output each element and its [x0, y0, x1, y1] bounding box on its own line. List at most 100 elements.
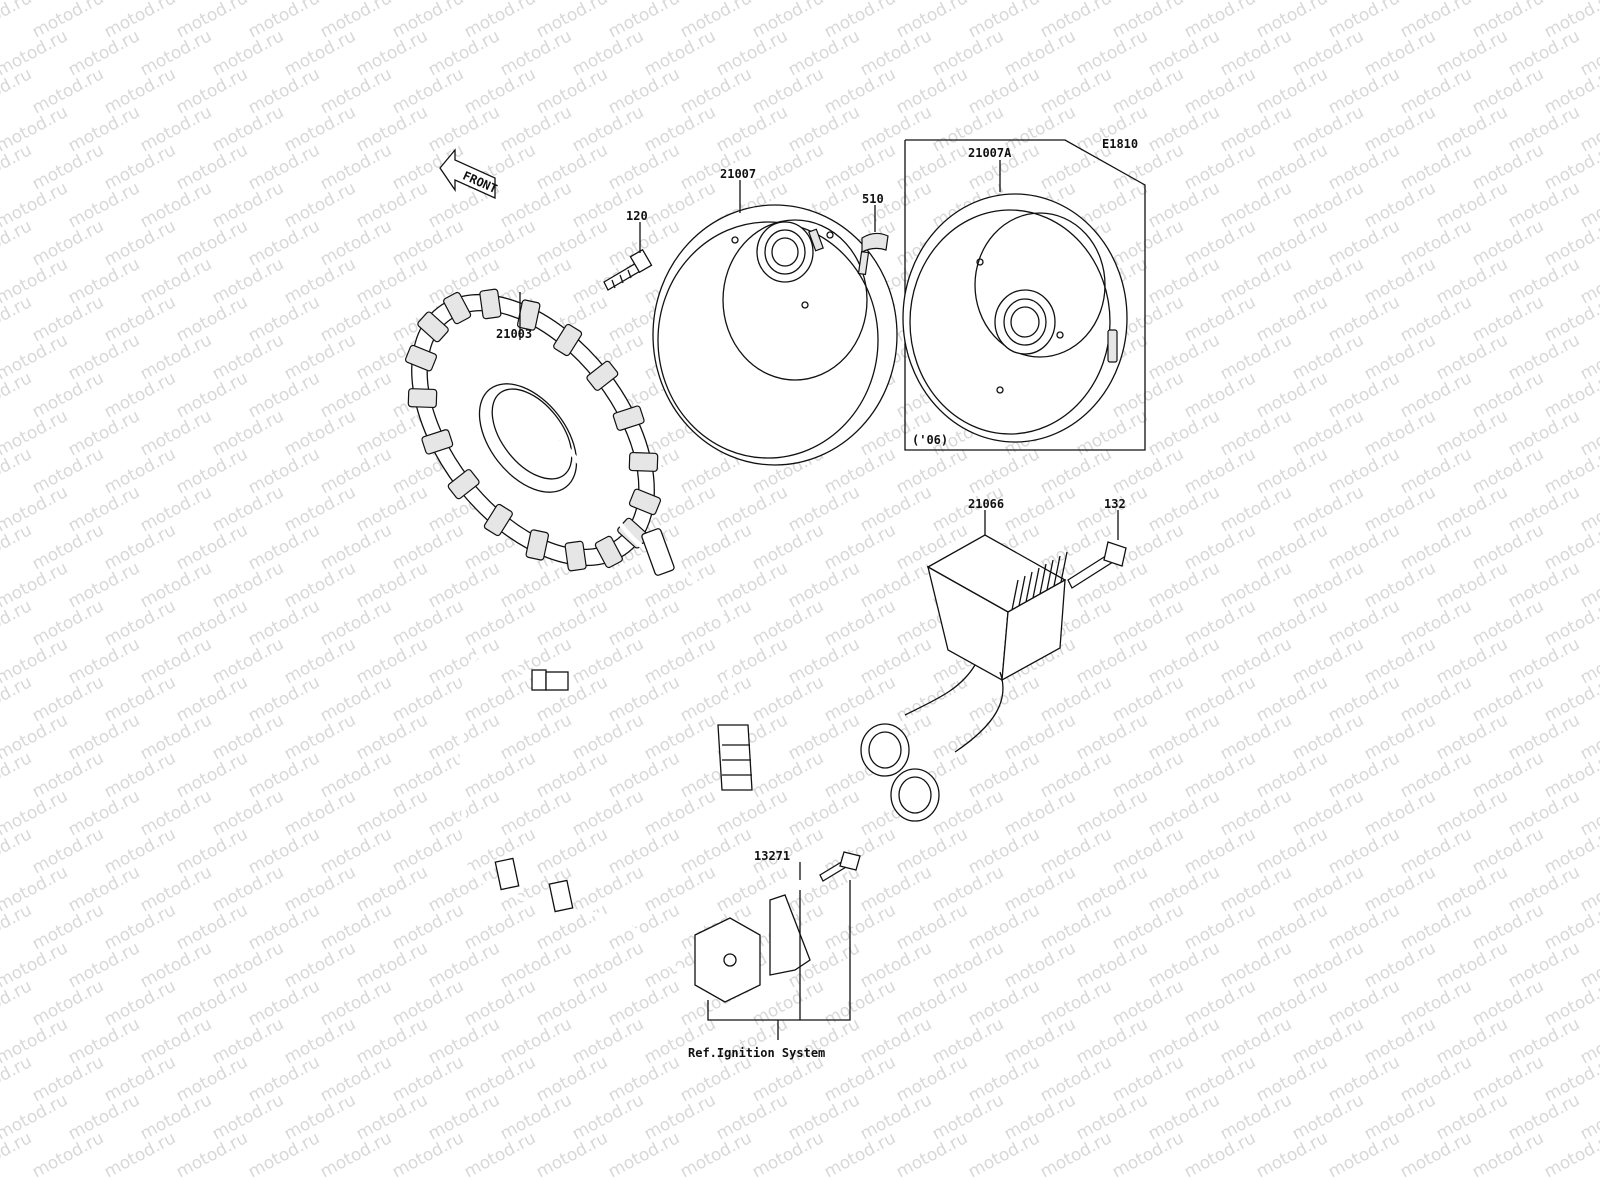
watermark-text: motod.ru [209, 102, 287, 156]
watermark-text: motod.ru [1145, 1090, 1223, 1144]
stator-pole [407, 388, 438, 409]
watermark-text: motod.ru [353, 634, 431, 688]
watermark-text: motod.ru [353, 1014, 431, 1068]
watermark-text: motod.ru [1469, 292, 1547, 346]
watermark-text: motod.ru [389, 216, 467, 270]
label-21066: 21066 [968, 497, 1004, 511]
watermark-text: motod.ru [1217, 482, 1295, 536]
heat-sink-fin [1018, 575, 1026, 607]
watermark-text: motod.ru [281, 254, 359, 308]
watermark-text: motod.ru [1217, 710, 1295, 764]
reference-bracket: Ref.Ignition System [688, 880, 851, 1060]
watermark-text: motod.ru [1145, 786, 1223, 840]
watermark-text: motod.ru [65, 26, 143, 80]
watermark-text: motod.ru [389, 1052, 467, 1106]
watermark-text: motod.ru [1217, 26, 1295, 80]
watermark-text: motod.ru [317, 1128, 395, 1182]
watermark-text: motod.ru [1001, 710, 1079, 764]
watermark-text: motod.ru [1469, 976, 1547, 1030]
watermark-text: motod.ru [893, 672, 971, 726]
watermark-text: motod.ru [749, 140, 827, 194]
watermark-text: motod.ru [1469, 900, 1547, 954]
watermark-text: motod.ru [1361, 938, 1439, 992]
watermark-text: motod.ru [101, 216, 179, 270]
watermark-text: motod.ru [245, 64, 323, 118]
watermark-text: motod.ru [1469, 216, 1547, 270]
watermark-text: motod.ru [137, 482, 215, 536]
watermark-text: motod.ru [1325, 368, 1403, 422]
watermark-text: motod.ru [785, 102, 863, 156]
watermark-text: motod.ru [1037, 0, 1115, 42]
watermark-text: motod.ru [317, 748, 395, 802]
watermark-text: motod.ru [1181, 596, 1259, 650]
watermark-text: motod.ru [389, 900, 467, 954]
watermark-text: motod.ru [353, 786, 431, 840]
watermark-text: motod.ru [101, 444, 179, 498]
watermark-text: motod.ru [893, 64, 971, 118]
watermark-text: motod.ru [1469, 748, 1547, 802]
watermark-text: motod.ru [29, 672, 107, 726]
watermark-text: motod.ru [1217, 862, 1295, 916]
watermark-text: motod.ru [605, 672, 683, 726]
watermark-text: motod.ru [1217, 634, 1295, 688]
watermark-text: motod.ru [1397, 0, 1475, 42]
watermark-text: motod.ru [101, 368, 179, 422]
watermark-text: motod.ru [785, 634, 863, 688]
watermark-text: motod.ru [893, 900, 971, 954]
watermark-text: motod.ru [137, 558, 215, 612]
watermark-text: motod.ru [1217, 178, 1295, 232]
watermark-text: motod.ru [965, 444, 1043, 498]
heat-sink-fin [1046, 559, 1054, 591]
watermark-text: motod.ru [1001, 26, 1079, 80]
label-510: 510 [862, 192, 884, 206]
watermark-text: motod.ru [533, 748, 611, 802]
watermark-text: motod.ru [785, 786, 863, 840]
watermark-text: motod.ru [1289, 330, 1367, 384]
watermark-text: motod.ru [425, 102, 503, 156]
stator-pole [421, 429, 454, 455]
watermark-text: motod.ru [1325, 596, 1403, 650]
watermark-text: motod.ru [1325, 976, 1403, 1030]
watermark-text: motod.ru [173, 216, 251, 270]
watermark-text: motod.ru [1289, 178, 1367, 232]
watermark-text: motod.ru [137, 1014, 215, 1068]
watermark-text: motod.ru [1397, 1128, 1475, 1182]
watermark-text: motod.ru [929, 710, 1007, 764]
watermark-text: motod.ru [29, 824, 107, 878]
watermark-text: motod.ru [857, 482, 935, 536]
watermark-text: motod.ru [749, 64, 827, 118]
watermark-text: motod.ru [1361, 558, 1439, 612]
watermark-text: motod.ru [821, 1128, 899, 1182]
watermark-text: motod.ru [281, 26, 359, 80]
watermark-text: motod.ru [1145, 254, 1223, 308]
watermark-text: motod.ru [101, 292, 179, 346]
watermark-text: motod.ru [1037, 672, 1115, 726]
watermark-text: motod.ru [1001, 938, 1079, 992]
watermark-text: motod.ru [173, 444, 251, 498]
watermark-text: motod.ru [245, 900, 323, 954]
watermark-text: motod.ru [1325, 520, 1403, 574]
watermark-text: motod.ru [389, 0, 467, 42]
watermark-text: motod.ru [1217, 558, 1295, 612]
watermark-text: motod.ru [929, 862, 1007, 916]
watermark-text: motod.ru [173, 1128, 251, 1182]
watermark-text: motod.ru [605, 976, 683, 1030]
watermark-text: motod.ru [1397, 976, 1475, 1030]
watermark-text: motod.ru [281, 102, 359, 156]
watermark-text: motod.ru [605, 64, 683, 118]
bolt-120: 120 [603, 209, 653, 291]
watermark-text: motod.ru [1469, 368, 1547, 422]
watermark-text: motod.ru [1253, 824, 1331, 878]
watermark-text: motod.ru [965, 0, 1043, 42]
watermark-text: motod.ru [713, 482, 791, 536]
watermark-text: motod.ru [245, 1128, 323, 1182]
watermark-text: motod.ru [821, 520, 899, 574]
watermark-text: motod.ru [1037, 1052, 1115, 1106]
watermark-text: motod.ru [821, 140, 899, 194]
watermark-text: motod.ru [29, 292, 107, 346]
watermark-text: motod.ru [353, 938, 431, 992]
watermark-text: motod.ru [317, 1052, 395, 1106]
watermark-text: motod.ru [0, 0, 35, 42]
watermark-text: motod.ru [1181, 520, 1259, 574]
watermark-text: motod.ru [65, 178, 143, 232]
